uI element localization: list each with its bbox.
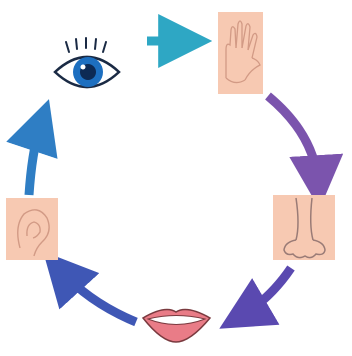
arrow-nose-to-mouth [241,268,291,316]
hand-icon [218,12,263,94]
arrow-mouth-to-ear [60,270,136,322]
ear-icon [6,198,58,260]
arrow-ear-to-eye [29,123,41,195]
nose-icon [273,195,335,260]
mouth-icon [143,310,210,342]
arrow-hand-to-nose [268,96,318,184]
eye-icon [55,38,119,87]
